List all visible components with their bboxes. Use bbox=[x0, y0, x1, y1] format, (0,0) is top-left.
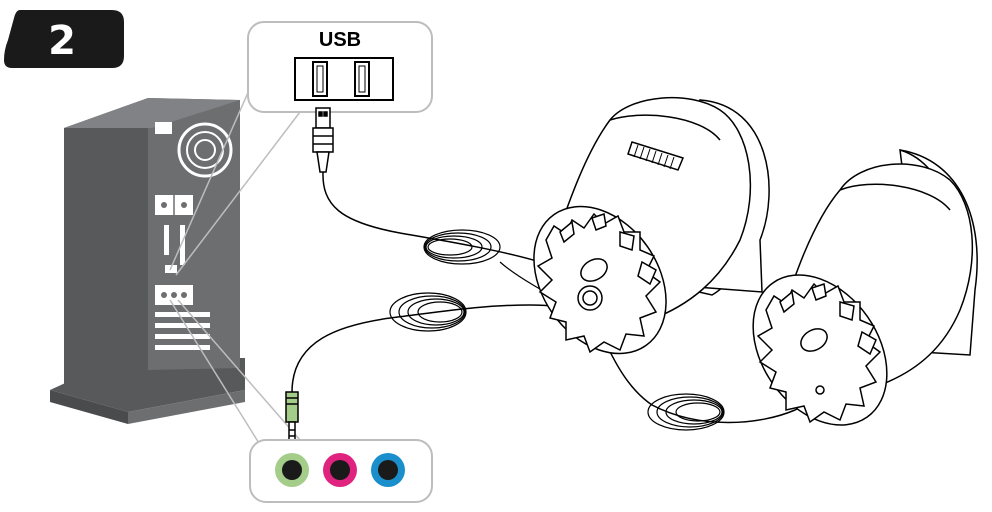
cable-coil-lower bbox=[647, 393, 725, 431]
callout-leaders bbox=[169, 87, 301, 449]
audio-callout bbox=[249, 439, 433, 503]
usb-label: USB bbox=[319, 29, 361, 51]
left-speaker bbox=[533, 96, 770, 355]
step-badge: 2 bbox=[4, 10, 124, 68]
step-number: 2 bbox=[48, 18, 76, 64]
computer-tower bbox=[50, 98, 245, 424]
usb-plug bbox=[312, 107, 334, 173]
right-speaker bbox=[752, 148, 978, 426]
usb-callout: USB bbox=[247, 21, 433, 113]
cable-coil-middle bbox=[389, 292, 467, 332]
cable-coil-upper bbox=[423, 229, 501, 265]
audio-jack-plug bbox=[285, 391, 299, 443]
